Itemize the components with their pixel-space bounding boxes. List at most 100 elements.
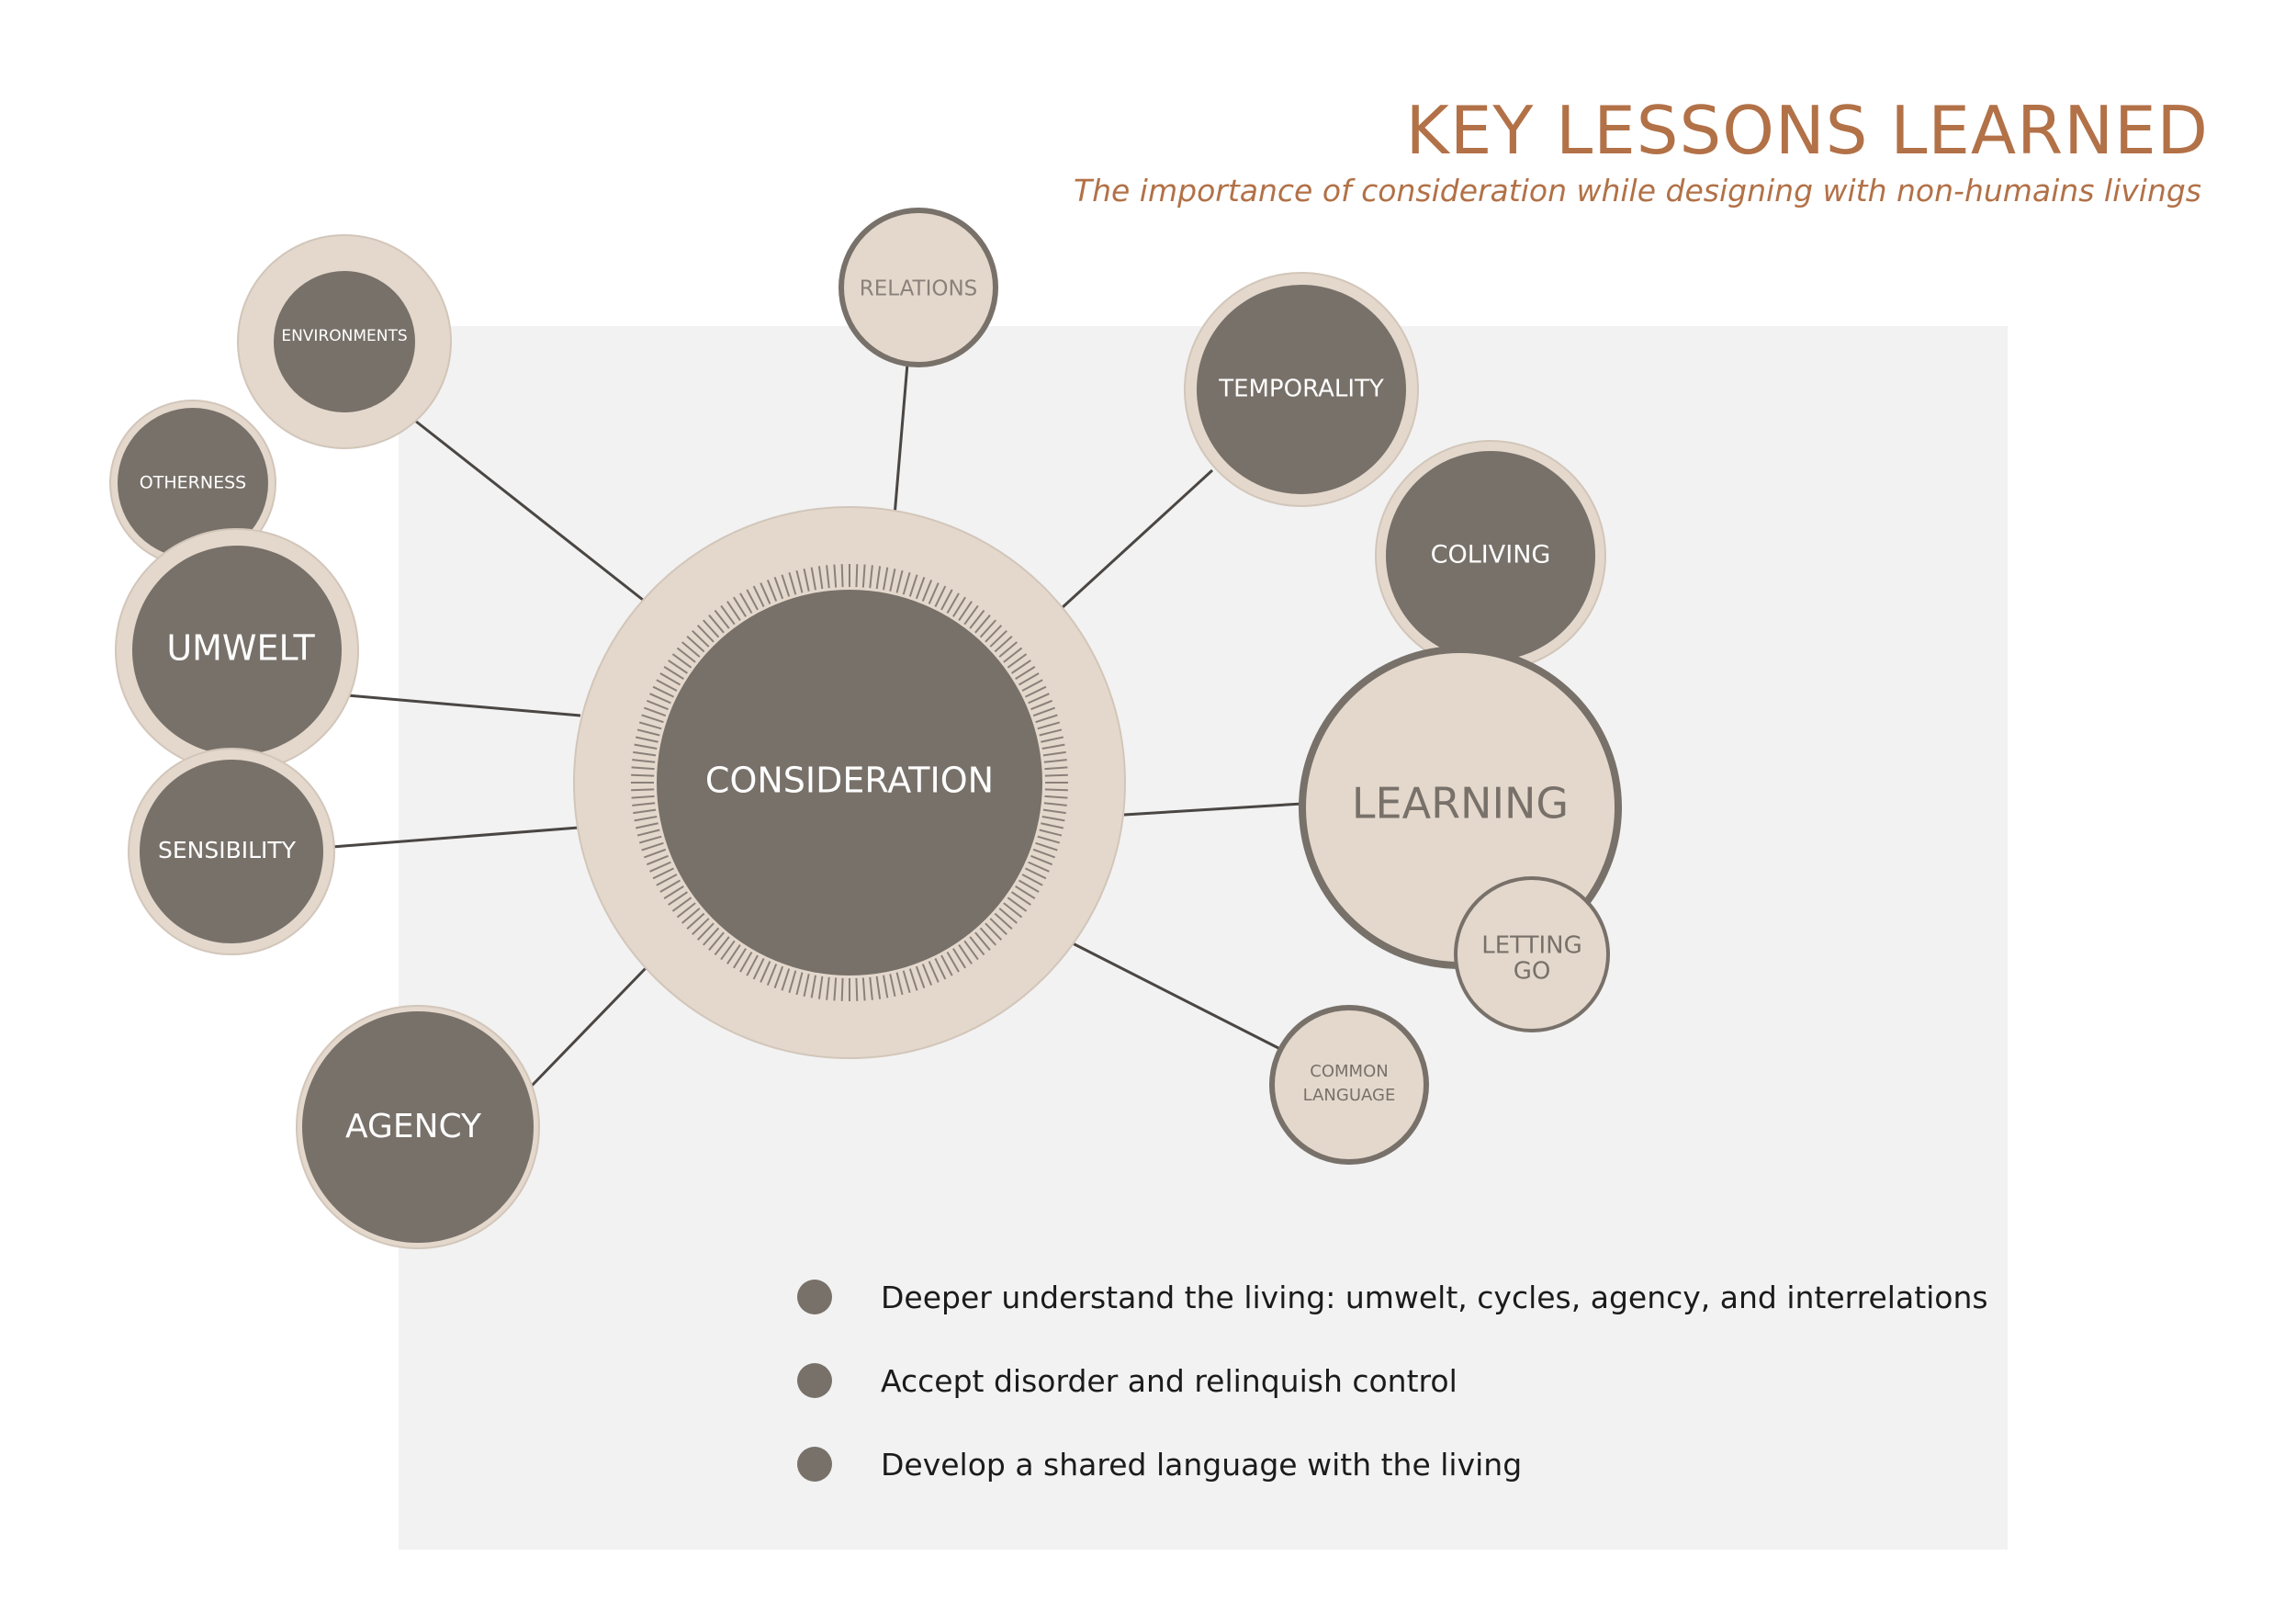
tick-mark — [958, 944, 973, 964]
tick-mark — [708, 931, 725, 951]
tick-mark — [676, 647, 696, 663]
tick-mark — [974, 931, 991, 951]
tick-mark — [974, 615, 991, 634]
tick-mark — [703, 927, 720, 946]
temporality-node: TEMPORALITY — [1184, 272, 1419, 507]
tick-mark — [720, 604, 736, 626]
tick-mark — [969, 609, 985, 629]
tick-mark — [1041, 816, 1065, 822]
tick-mark — [921, 579, 933, 602]
tick-mark — [1041, 736, 1064, 743]
tick-mark — [659, 672, 681, 686]
tick-mark — [1030, 854, 1053, 866]
learning-label: LEARNING — [1352, 779, 1569, 829]
tick-mark — [1032, 706, 1055, 717]
tick-mark — [861, 564, 866, 588]
tick-mark — [663, 666, 684, 680]
tick-mark — [739, 951, 753, 973]
tick-mark — [969, 936, 985, 956]
tick-mark — [934, 585, 947, 607]
agency-label: AGENCY — [345, 1108, 482, 1145]
tick-mark — [934, 958, 947, 980]
tick-mark — [833, 564, 838, 588]
tick-mark — [641, 714, 664, 724]
tick-mark — [963, 604, 979, 626]
tick-mark — [663, 885, 684, 899]
page-title: KEY LESSONS LEARNED — [1405, 92, 2209, 169]
tick-mark — [855, 564, 859, 588]
tick-mark — [883, 567, 889, 591]
tick-mark — [644, 706, 667, 717]
tick-mark — [733, 948, 747, 969]
page-subtitle: The importance of consideration while de… — [1073, 173, 2201, 209]
tick-mark — [633, 750, 657, 757]
tick-mark — [788, 970, 797, 994]
tick-mark — [671, 653, 692, 669]
tick-mark — [646, 854, 669, 866]
tick-mark — [1043, 802, 1067, 806]
tick-mark — [810, 567, 816, 591]
tick-mark — [692, 918, 710, 936]
tick-mark — [636, 728, 660, 737]
tick-mark — [940, 954, 953, 976]
tick-mark — [676, 902, 696, 919]
temporality-label: TEMPORALITY — [1218, 376, 1384, 403]
tick-mark — [1039, 829, 1063, 837]
tick-mark — [752, 958, 765, 980]
lesson-text: Accept disorder and relinquish control — [881, 1362, 1458, 1399]
tick-mark — [1044, 773, 1068, 777]
tick-mark — [635, 736, 658, 743]
tick-mark — [952, 596, 966, 617]
tick-mark — [869, 565, 873, 589]
tick-mark — [946, 592, 960, 615]
lesson-item: Accept disorder and relinquish control — [797, 1362, 1988, 1399]
tick-mark — [1025, 867, 1047, 880]
tick-mark — [656, 679, 678, 692]
tick-mark — [826, 565, 830, 589]
environments-node: ENVIRONMENTS — [237, 234, 452, 449]
tick-mark — [668, 660, 688, 674]
coliving-node: COLIVING — [1375, 440, 1606, 671]
tick-mark — [632, 802, 656, 806]
sensibility-node: SENSIBILITY — [128, 748, 335, 955]
tick-mark — [652, 685, 674, 698]
tick-mark — [869, 976, 873, 1000]
common-language-label-line2: LANGUAGE — [1303, 1086, 1396, 1105]
relations-label: RELATIONS — [860, 277, 978, 301]
tick-mark — [773, 965, 784, 988]
tick-mark — [1021, 874, 1043, 886]
tick-mark — [746, 954, 759, 976]
tick-mark — [638, 835, 662, 844]
tick-mark — [795, 570, 804, 593]
tick-mark — [915, 965, 926, 988]
tick-mark — [1011, 891, 1031, 906]
tick-mark — [656, 874, 678, 886]
tick-mark — [861, 977, 866, 1001]
tick-mark — [952, 948, 966, 969]
tick-mark — [989, 629, 1007, 648]
tick-mark — [720, 940, 736, 961]
tick-mark — [883, 975, 889, 998]
tick-mark — [998, 641, 1018, 658]
tick-mark — [726, 944, 741, 964]
tick-mark — [760, 961, 771, 983]
tick-mark — [671, 897, 692, 912]
tick-mark — [631, 788, 655, 792]
tick-mark — [1028, 861, 1050, 873]
otherness-label: OTHERNESS — [140, 473, 246, 493]
tick-mark — [1007, 653, 1028, 669]
sensibility-label: SENSIBILITY — [158, 837, 297, 863]
tick-mark — [1003, 647, 1023, 663]
tick-mark — [1007, 897, 1028, 912]
letting-go-node: LETTING GO — [1454, 876, 1610, 1032]
tick-mark — [994, 636, 1013, 653]
tick-mark — [631, 766, 655, 771]
common-language-label-line1: COMMON — [1310, 1062, 1388, 1081]
tick-mark — [989, 918, 1007, 936]
tick-mark — [781, 574, 791, 597]
tick-mark — [1021, 679, 1043, 692]
tick-mark — [921, 964, 933, 987]
letting-go-label-line1: LETTING — [1481, 932, 1581, 960]
tick-mark — [840, 977, 844, 1001]
